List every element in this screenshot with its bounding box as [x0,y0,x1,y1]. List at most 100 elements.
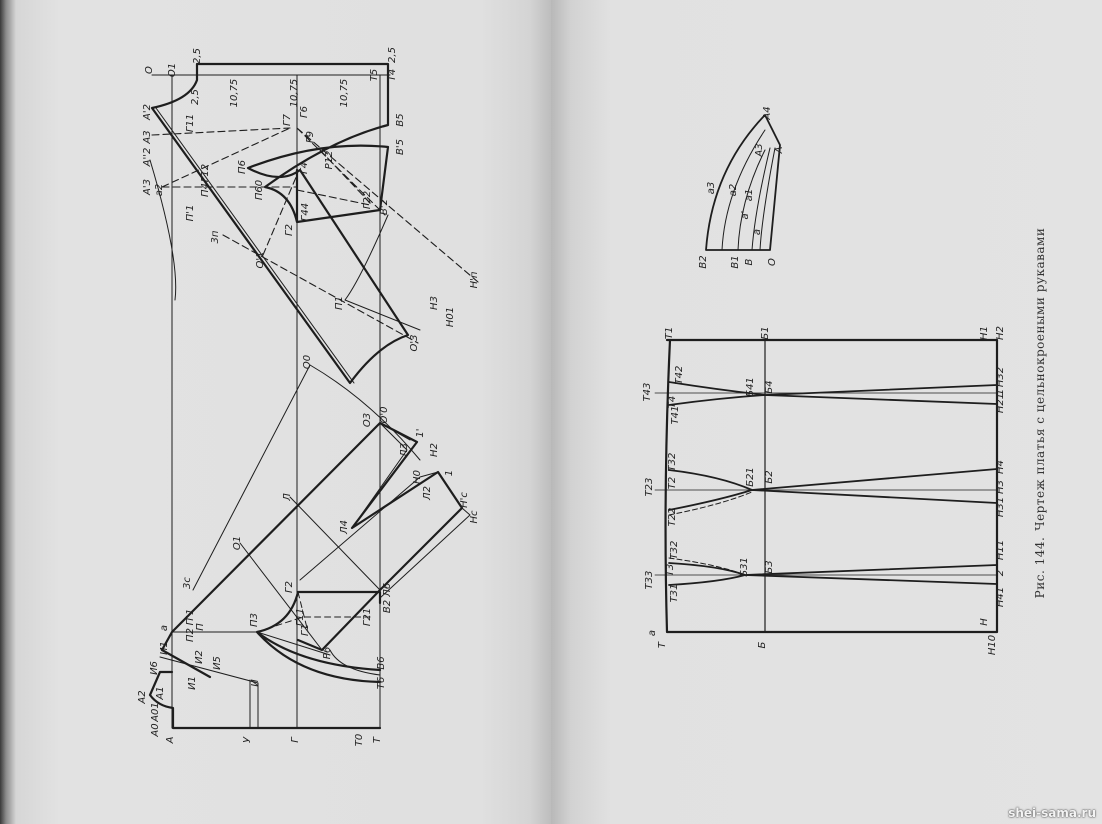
point-label: Н'с [459,492,470,508]
point-label: Г9 [305,131,316,143]
point-label: Л4 [339,520,350,535]
point-label: Г21 [362,608,373,626]
point-label: А1 [155,686,166,700]
point-label: Л2 [422,486,433,501]
outline-bold [150,62,410,385]
point-label: 2 [995,570,1006,576]
point-label: В2 [698,255,709,268]
point-label: Л [282,493,293,502]
point-label: а1 [744,189,755,202]
dashed-lines [151,127,479,344]
point-label: Н'п [469,271,480,288]
point-label: Н4 [995,460,1006,474]
point-label: И5 [212,656,223,670]
point-label: а3 [706,182,717,195]
point-label: Н11 [995,540,1006,560]
point-label: П'1 [185,205,196,222]
point-label: а [159,625,170,631]
point-label: Б2 [764,470,775,483]
point-label: 10,75 [289,79,300,108]
point-label: О'1 [255,252,266,269]
bodice-draft [148,62,479,730]
point-label: 1 [444,470,455,476]
point-label: О'3 [409,335,420,352]
point-label: Т22 [667,508,678,527]
point-label: Б3 [764,560,775,573]
point-label: Р12 [324,151,335,170]
right-book-page [551,0,1102,824]
point-label: П'1 [185,609,196,626]
point-label: Н01 [445,307,456,327]
point-label: Т4 [387,69,398,81]
figure-caption: Рис. 144.Чертеж платья с цельнокроеными … [1033,222,1047,599]
point-label: А3 [754,143,765,157]
point-label: Т0 [354,734,365,746]
point-label: 3п [210,230,221,243]
point-label: Т32 [669,541,680,560]
point-label: О1 [167,63,178,77]
point-label: Г2 [284,581,295,593]
point-label: Т3 [665,564,676,576]
left-book-page [0,0,551,824]
point-label: А3 [142,130,153,144]
point-label: Т42 [674,366,685,385]
point-label: И [250,679,261,687]
point-label: Г12 [200,164,211,182]
point-label: Нс [469,510,480,524]
point-label: 2,5 [387,47,398,63]
point-label: Н2 [429,443,440,457]
point-label: 2,5 [192,48,203,64]
point-label: Г6 [299,106,310,118]
point-label: А0 [150,723,161,737]
skirt-draft [654,338,999,634]
point-label: Н0 [412,470,423,484]
point-label: Г22 [362,191,373,209]
point-label: А'3 [142,179,153,196]
front-dashed [256,591,371,633]
point-label: Г [290,736,301,743]
outline-double [155,107,355,384]
point-label: В1 [730,255,741,268]
point-label: П2 [185,628,196,642]
point-label: У [242,736,253,743]
point-label: И2 [194,650,205,664]
point-label: Б31 [739,557,750,577]
point-label: А [774,146,785,154]
point-label: Б1 [760,326,771,339]
point-label: 1 [995,389,1006,395]
point-label: Т [372,736,383,743]
point-label: П3 [249,613,260,627]
point-label: Н31 [995,497,1006,517]
point-label: О3 [362,413,373,427]
point-label: Б41 [745,377,756,397]
point-label: Г1 [300,624,311,636]
point-label: Т33 [644,571,655,590]
point-label: 2,5 [190,89,201,105]
point-label: Т31 [669,584,680,603]
dart-dashed [668,491,753,576]
point-label: Т43 [642,383,653,402]
point-label: Г2 [284,224,295,236]
point-label: 10,75 [339,79,350,108]
point-label: О1 [232,536,243,550]
point-label: О [767,258,778,266]
point-label: Г11 [295,608,306,626]
point-label: И1 [187,676,198,690]
point-label: В'5 [395,139,406,155]
point-label: А''2 [142,148,153,168]
point-label: П60 [254,180,265,200]
point-label: 10,75 [229,79,240,108]
point-label: 1' [415,428,426,437]
point-label: Т32 [667,453,678,472]
point-label: И6 [149,661,160,675]
point-label: В2 Л6 [382,583,393,613]
point-label: Т2 [667,477,678,489]
point-label: А [165,736,176,744]
point-label: Н10 [987,635,998,655]
point-label: Т5 [369,69,380,81]
point-label: а [752,229,763,235]
